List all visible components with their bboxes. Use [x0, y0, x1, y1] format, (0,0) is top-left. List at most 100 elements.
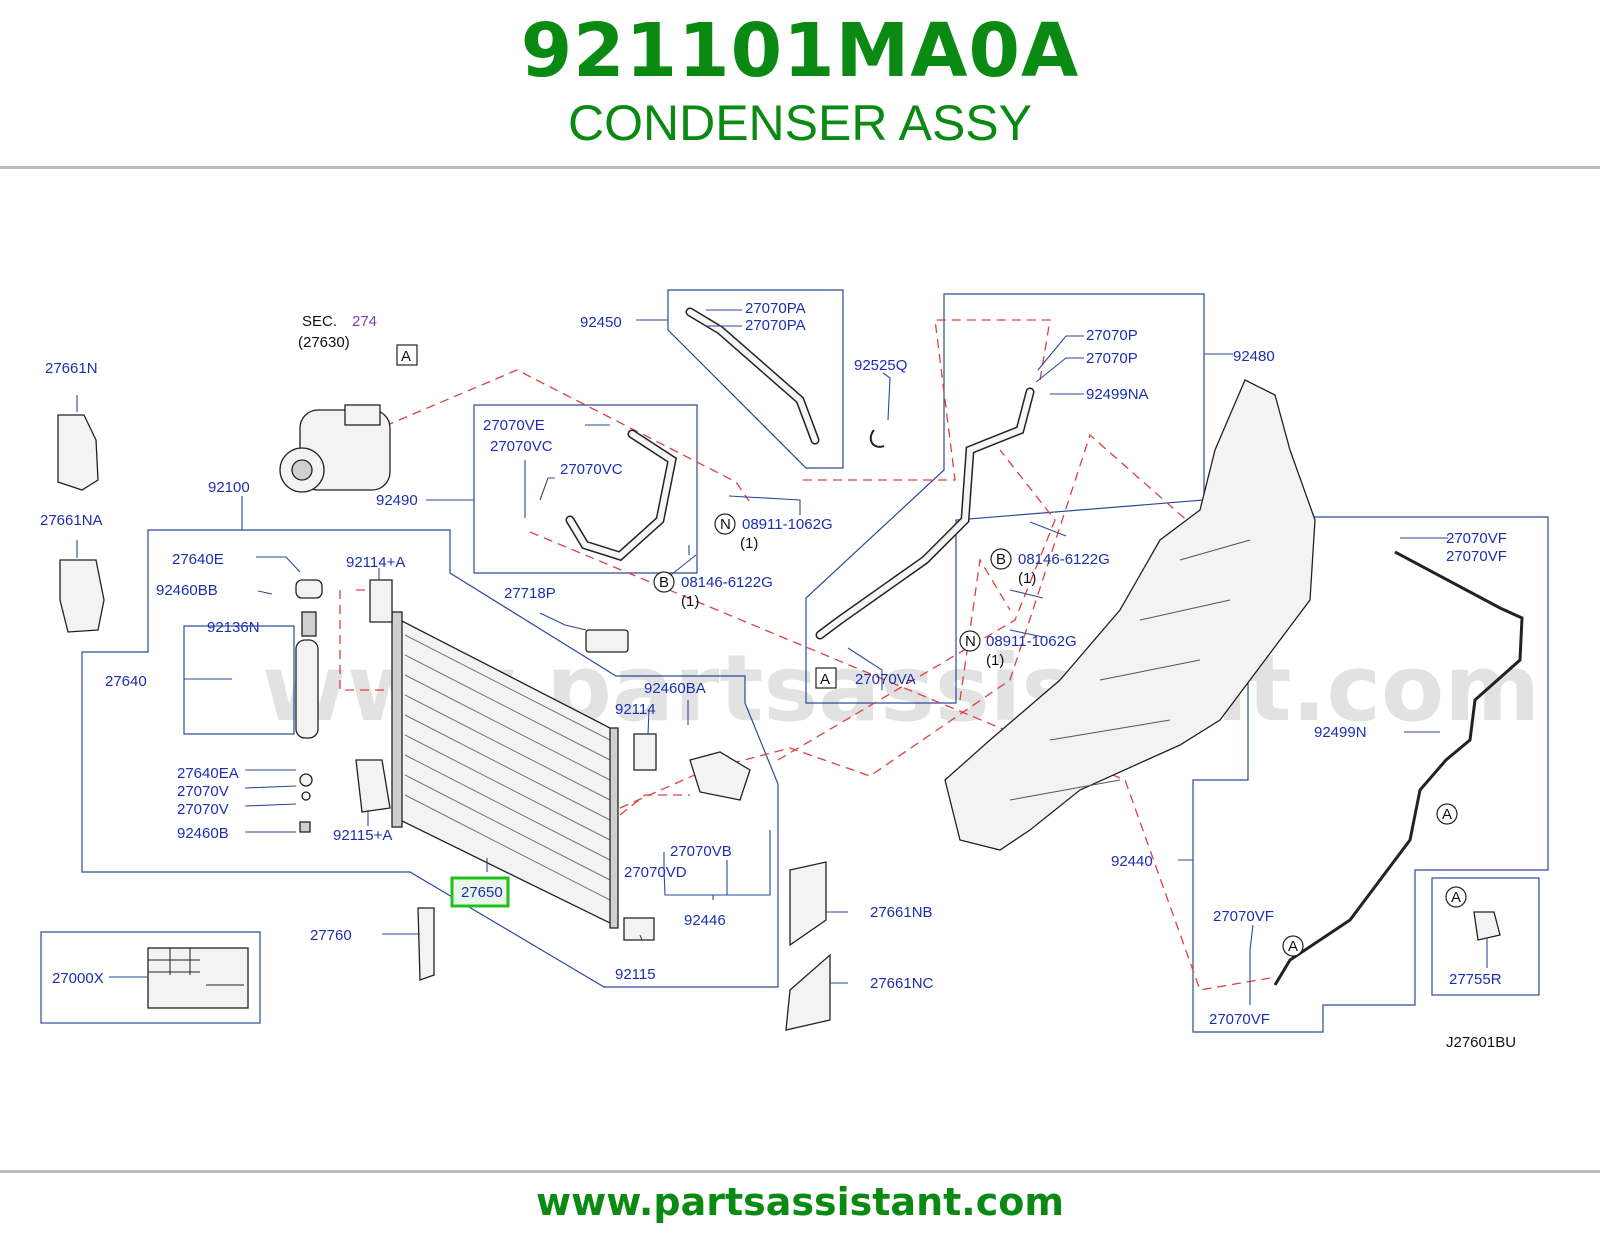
label-92460BA[interactable]: 92460BA	[644, 680, 706, 697]
label-92525Q[interactable]: 92525Q	[854, 357, 907, 374]
27755R-box	[1431, 877, 1540, 996]
label-27000X[interactable]: 27000X	[52, 970, 104, 987]
leader-27718P	[539, 612, 587, 631]
label-27661NC[interactable]: 27661NC	[870, 975, 934, 992]
nut-n-circle-2	[959, 630, 981, 652]
label-27070VC-2[interactable]: 27070VC	[560, 461, 623, 478]
label-sheet-27000X-drawing	[147, 947, 249, 1009]
label-27718P[interactable]: 27718P	[504, 585, 556, 602]
label-27661N[interactable]: 27661N	[45, 360, 98, 377]
label-27070P-1[interactable]: 27070P	[1086, 327, 1138, 344]
label-27640[interactable]: 27640	[105, 673, 147, 690]
ref-a-circle-3	[1445, 886, 1467, 908]
label-27640E[interactable]: 27640E	[172, 551, 224, 568]
ref-a-circle-1	[1436, 803, 1458, 825]
label-27000X-box	[40, 931, 261, 1024]
label-27070VA[interactable]: 27070VA	[855, 671, 916, 688]
label-27760[interactable]: 27760	[310, 927, 352, 944]
label-92460B[interactable]: 92460B	[177, 825, 229, 842]
label-92114A[interactable]: 92114+A	[346, 554, 405, 571]
label-92100[interactable]: 92100	[208, 479, 250, 496]
bracket-92114-drawing	[633, 733, 657, 771]
dash-8	[959, 558, 1011, 701]
compressor-drawing	[279, 404, 391, 493]
label-27640EA[interactable]: 27640EA	[177, 765, 239, 782]
selected-part-highlight	[450, 876, 510, 908]
label-08911-1062G-2[interactable]: 08911-1062G	[986, 633, 1077, 650]
label-92115[interactable]: 92115	[615, 966, 656, 983]
label-08146-6122G-1[interactable]: 08146-6122G	[681, 574, 773, 591]
label-27661NB[interactable]: 27661NB	[870, 904, 933, 921]
label-08911-1062G-1[interactable]: 08911-1062G	[742, 516, 833, 533]
pipe-92480-drawing	[815, 387, 1035, 640]
leaders-hose-92450	[636, 309, 891, 421]
label-92490[interactable]: 92490	[376, 492, 418, 509]
vehicle-body-drawing	[944, 379, 1316, 851]
label-27755R[interactable]: 27755R	[1449, 971, 1502, 988]
label-27070PA-2[interactable]: 27070PA	[745, 317, 806, 334]
bracket-27661N-drawing	[57, 414, 99, 491]
label-27070V-1[interactable]: 27070V	[177, 783, 229, 800]
dash-1	[384, 369, 750, 502]
footer-url-link[interactable]: www.partsassistant.com	[536, 1180, 1064, 1224]
qty-2: (1)	[681, 593, 699, 610]
nut-n-marker-2: N	[965, 633, 976, 650]
part-27755R-drawing	[1473, 911, 1501, 941]
label-92480[interactable]: 92480	[1233, 348, 1275, 365]
label-92499N[interactable]: 92499N	[1314, 724, 1367, 741]
label-92114[interactable]: 92114	[615, 701, 656, 718]
ref-a-marker-5: A	[1451, 889, 1461, 906]
leaders-fasteners-1	[661, 495, 801, 583]
label-27070VD[interactable]: 27070VD	[624, 864, 687, 881]
nut-n-marker-1: N	[720, 516, 731, 533]
bracket-92115-drawing	[623, 917, 655, 941]
label-92450[interactable]: 92450	[580, 314, 622, 331]
sec-reference: (27630)	[298, 334, 350, 351]
diagram-code: J27601BU	[1446, 1034, 1516, 1051]
label-27650[interactable]: 27650	[461, 884, 503, 901]
condenser-core-drawing	[391, 611, 619, 929]
label-92136N[interactable]: 92136N	[207, 619, 260, 636]
sec-number-link[interactable]: 274	[352, 313, 377, 330]
ref-a-marker-2: A	[820, 671, 830, 688]
bracket-92114A-drawing	[369, 579, 393, 623]
label-27070PA-1[interactable]: 27070PA	[745, 300, 806, 317]
label-27661NA[interactable]: 27661NA	[40, 512, 103, 529]
label-92446[interactable]: 92446	[684, 912, 726, 929]
dash-7	[803, 319, 1051, 481]
part-labels: 27661N 27661NA 92100 27640E 92460BB 9213…	[40, 300, 1507, 1028]
header-divider	[0, 166, 1600, 169]
label-27070VC-1[interactable]: 27070VC	[490, 438, 553, 455]
label-27070VF-3[interactable]: 27070VF	[1213, 908, 1274, 925]
label-08146-6122G-2[interactable]: 08146-6122G	[1018, 551, 1110, 568]
part-name-subtitle: CONDENSER ASSY	[567, 95, 1032, 151]
leaders-92446	[639, 700, 771, 941]
label-92499NA[interactable]: 92499NA	[1086, 386, 1149, 403]
label-92440[interactable]: 92440	[1111, 853, 1153, 870]
label-92115A[interactable]: 92115+A	[333, 827, 392, 844]
bracket-27661NC-drawing	[785, 953, 831, 1031]
dash-2	[529, 531, 1271, 991]
ref-a-marker-1: A	[401, 348, 411, 365]
sec-label: SEC.	[302, 313, 337, 330]
label-27070P-2[interactable]: 27070P	[1086, 350, 1138, 367]
ref-a-circle-2	[1282, 935, 1304, 957]
pipe-92480-group-box	[805, 293, 1205, 704]
page-header: 921101MA0A CONDENSER ASSY	[0, 0, 1600, 168]
label-27070VF-1[interactable]: 27070VF	[1446, 530, 1507, 547]
qty-1: (1)	[740, 535, 758, 552]
leaders-receiver	[184, 556, 301, 833]
label-27070VE[interactable]: 27070VE	[483, 417, 545, 434]
label-92460BB[interactable]: 92460BB	[156, 582, 218, 599]
bolt-b-marker-2: B	[996, 551, 1006, 568]
bracket-92115A-drawing	[355, 759, 391, 813]
leaders-27661NB-NC	[826, 911, 848, 984]
label-27070VF-4[interactable]: 27070VF	[1209, 1011, 1270, 1028]
condenser-group-box	[81, 529, 779, 988]
qty-4: (1)	[986, 652, 1004, 669]
label-27070V-2[interactable]: 27070V	[177, 801, 229, 818]
label-27070VF-2[interactable]: 27070VF	[1446, 548, 1507, 565]
pipe-92440-drawing	[1273, 550, 1524, 986]
label-27070VB[interactable]: 27070VB	[670, 843, 732, 860]
ref-a-marker-4: A	[1288, 938, 1298, 955]
